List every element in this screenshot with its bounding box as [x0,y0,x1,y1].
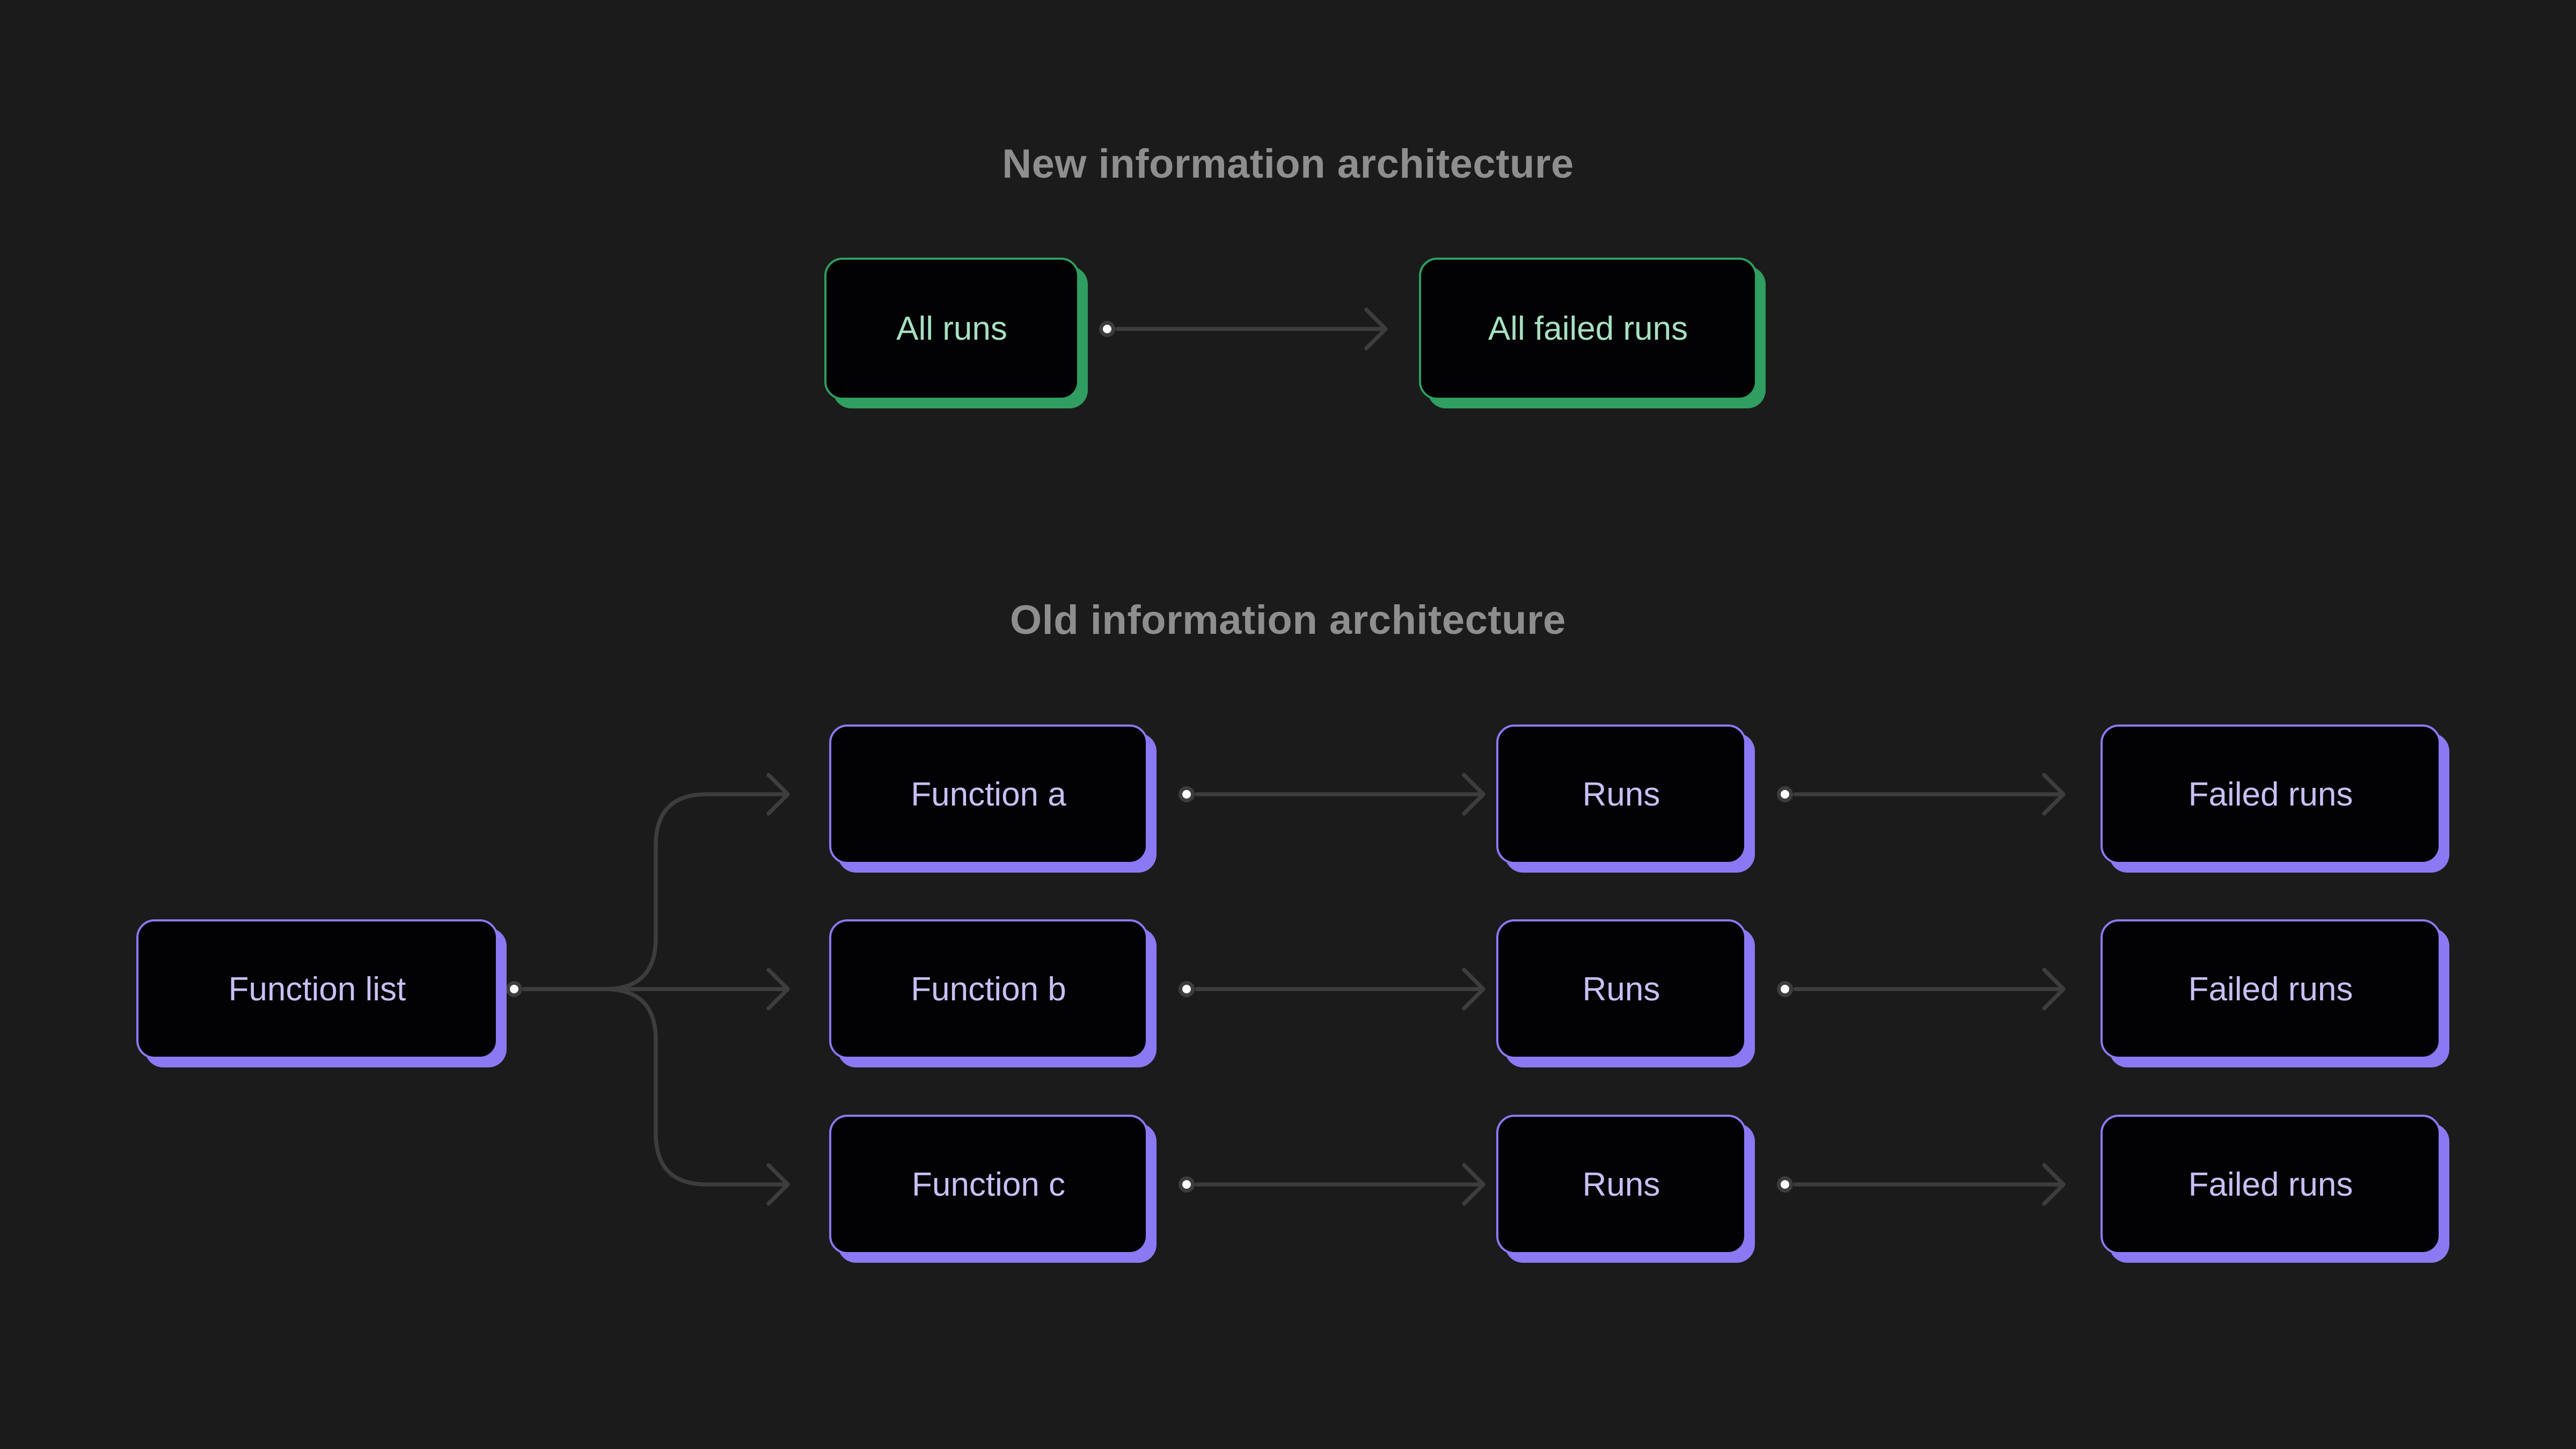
node-all-runs: All runs [824,258,1079,400]
arrowhead-icon [766,968,790,1011]
connection-dot [1179,1176,1195,1192]
node-label: Function a [911,775,1066,813]
connector-function-b-to-runs [1179,968,1485,1011]
node-label: Function list [228,970,406,1008]
node-failed-runs-a: Failed runs [2101,724,2441,864]
node-label: All runs [896,310,1007,347]
connector-runs-c-to-failed-runs [1777,1163,2066,1206]
node-failed-runs-c: Failed runs [2101,1115,2441,1254]
arrowhead-icon [1462,968,1485,1011]
connection-dot [1179,981,1195,997]
connection-dot [1777,1176,1793,1192]
connection-dot [1777,981,1793,997]
node-runs-b: Runs [1496,919,1746,1059]
arrowhead-icon [2042,968,2066,1011]
arrowhead-icon [1364,308,1388,350]
arrowhead-icon [1462,773,1485,816]
node-runs-c: Runs [1496,1115,1746,1254]
node-label: Runs [1582,1166,1660,1203]
node-function-a: Function a [829,724,1148,864]
connector-runs-b-to-failed-runs [1777,968,2066,1011]
connector-all-runs-to-all-failed-runs [1099,308,1388,350]
node-label: Runs [1582,970,1660,1008]
connector-line [522,792,787,991]
old-architecture-title: Old information architecture [1010,597,1566,643]
node-function-c: Function c [829,1115,1148,1254]
node-label: Runs [1582,775,1660,813]
node-function-b: Function b [829,919,1148,1059]
connection-dot [506,981,522,997]
node-label: Function b [911,970,1066,1008]
arrowhead-icon [1462,1163,1485,1206]
new-architecture-title: New information architecture [1002,141,1574,187]
connector-function-a-to-runs [1179,773,1485,816]
connection-dot [1777,786,1793,802]
node-runs-a: Runs [1496,724,1746,864]
connection-dot [1179,786,1195,802]
arrowhead-icon [2042,1163,2066,1206]
node-label: Failed runs [2188,775,2353,813]
connection-dot [1099,321,1115,337]
node-label: All failed runs [1488,310,1688,347]
node-label: Function c [911,1166,1066,1203]
node-all-failed-runs: All failed runs [1419,258,1757,400]
connector-runs-a-to-failed-runs [1777,773,2066,816]
arrowhead-icon [2042,773,2066,816]
node-label: Failed runs [2188,970,2353,1008]
connector-function-list-fork [506,773,790,1206]
arrowhead-icon [766,773,790,816]
arrowhead-icon [766,1163,790,1206]
node-failed-runs-b: Failed runs [2101,919,2441,1059]
node-function-list: Function list [136,919,498,1059]
node-label: Failed runs [2188,1166,2353,1203]
connector-line [522,987,787,1187]
connector-function-c-to-runs [1179,1163,1485,1206]
